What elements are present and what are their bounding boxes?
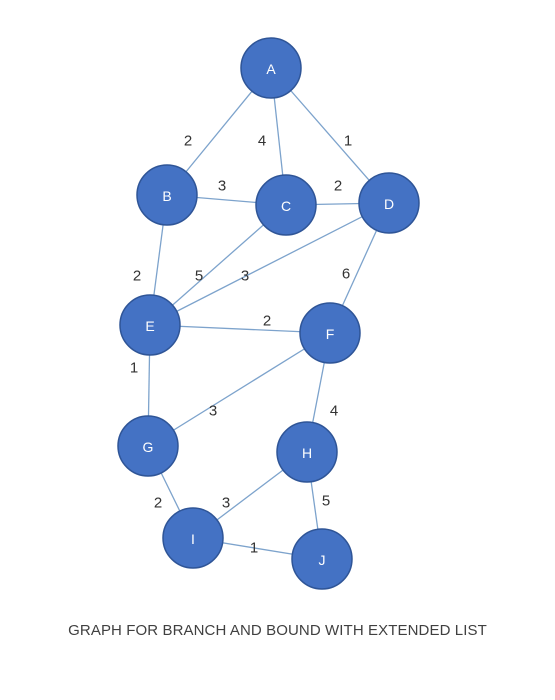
- node-label-g: G: [143, 439, 154, 455]
- node-d: D: [358, 172, 420, 234]
- node-label-e: E: [145, 318, 154, 334]
- node-c: C: [255, 174, 317, 236]
- edge-weight-h-i: 3: [222, 495, 230, 512]
- edge-weight-f-g: 3: [209, 403, 217, 420]
- edge-weight-d-f: 6: [342, 266, 350, 283]
- node-circle-f: [299, 302, 361, 364]
- node-circle-j: [291, 528, 353, 590]
- edge-weight-e-g: 1: [130, 360, 138, 377]
- node-circle-g: [117, 415, 179, 477]
- edge-weight-h-j: 5: [322, 493, 330, 510]
- edge-weight-c-e: 5: [195, 268, 203, 285]
- node-j: J: [291, 528, 353, 590]
- edge-f-g: [147, 332, 331, 447]
- node-g: G: [117, 415, 179, 477]
- edge-weight-f-h: 4: [330, 403, 338, 420]
- node-circle-a: [240, 37, 302, 99]
- edge-weight-g-i: 2: [154, 495, 162, 512]
- edge-d-e: [149, 202, 390, 326]
- node-circle-h: [276, 421, 338, 483]
- edge-weight-a-c: 4: [258, 133, 266, 150]
- edge-weight-i-j: 1: [250, 540, 258, 557]
- nodes-layer: A B C D E F G H I J: [117, 37, 420, 590]
- node-f: F: [299, 302, 361, 364]
- diagram-caption: GRAPH FOR BRANCH AND BOUND WITH EXTENDED…: [68, 622, 487, 639]
- edge-weight-b-e: 2: [133, 268, 141, 285]
- edge-weight-e-f: 2: [263, 313, 271, 330]
- node-b: B: [136, 164, 198, 226]
- node-label-j: J: [319, 552, 326, 568]
- node-label-c: C: [281, 198, 291, 214]
- node-label-d: D: [384, 196, 394, 212]
- node-i: I: [162, 507, 224, 569]
- node-circle-c: [255, 174, 317, 236]
- node-label-f: F: [326, 326, 335, 342]
- node-label-h: H: [302, 445, 312, 461]
- node-h: H: [276, 421, 338, 483]
- edge-weight-a-d: 1: [344, 133, 352, 150]
- edge-weight-a-b: 2: [184, 133, 192, 150]
- edge-weight-b-c: 3: [218, 178, 226, 195]
- node-circle-e: [119, 294, 181, 356]
- node-circle-b: [136, 164, 198, 226]
- node-circle-i: [162, 507, 224, 569]
- node-label-i: I: [191, 531, 195, 547]
- node-e: E: [119, 294, 181, 356]
- edge-weight-d-e: 3: [241, 268, 249, 285]
- node-label-a: A: [266, 61, 276, 77]
- edge-weight-c-d: 2: [334, 178, 342, 195]
- edge-weights-layer: 2 4 1 3 2 2 5 3 6 2 1 3 4 2 3 5 1: [130, 133, 352, 557]
- node-circle-d: [358, 172, 420, 234]
- node-a: A: [240, 37, 302, 99]
- node-label-b: B: [162, 188, 171, 204]
